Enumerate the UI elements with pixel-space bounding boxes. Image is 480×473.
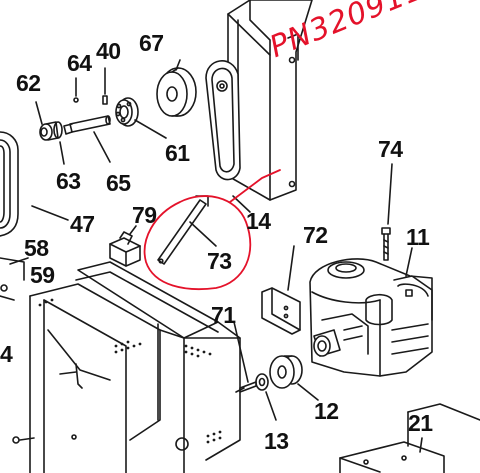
label-part-4: 4 [0, 341, 13, 367]
collar-part-62 [35, 101, 65, 165]
shaft-part-65 [63, 115, 111, 163]
label-part-14: 14 [246, 208, 271, 234]
highlight-circle [143, 169, 281, 291]
pulley-part-67 [156, 59, 197, 117]
label-part-59: 59 [30, 262, 55, 288]
bracket-part-72 [261, 245, 301, 335]
label-part-21: 21 [408, 410, 433, 436]
label-part-40: 40 [96, 38, 121, 64]
label-part-64: 64 [67, 50, 92, 76]
bolt-part-71 [233, 321, 257, 393]
label-part-47: 47 [70, 211, 95, 237]
label-part-11: 11 [406, 224, 430, 250]
bolt-part-74 [381, 163, 393, 261]
switch-part-79 [109, 225, 141, 267]
belt-part-47 [0, 131, 69, 237]
label-part-13: 13 [264, 428, 289, 454]
label-part-62: 62 [16, 70, 41, 96]
cabinet-enclosure [12, 261, 241, 473]
engine-part-11 [309, 247, 433, 377]
label-part-73: 73 [207, 248, 232, 274]
label-part-12: 12 [314, 398, 339, 424]
label-part-71: 71 [211, 302, 236, 328]
label-part-72: 72 [303, 222, 328, 248]
bearing-part-61 [115, 97, 167, 139]
pulley-part-12 [269, 355, 319, 401]
label-part-79: 79 [132, 202, 157, 228]
label-part-58: 58 [24, 235, 49, 261]
label-part-74: 74 [378, 136, 403, 162]
label-part-65: 65 [106, 170, 131, 196]
screw-part-40 [102, 67, 108, 105]
label-part-63: 63 [56, 168, 81, 194]
label-part-61: 61 [165, 140, 190, 166]
left-frame-rail [0, 257, 29, 301]
screw-part-64 [73, 77, 79, 103]
label-part-67: 67 [139, 30, 164, 56]
base-plate-part-21 [339, 403, 480, 473]
belt-part-14 [205, 60, 251, 213]
